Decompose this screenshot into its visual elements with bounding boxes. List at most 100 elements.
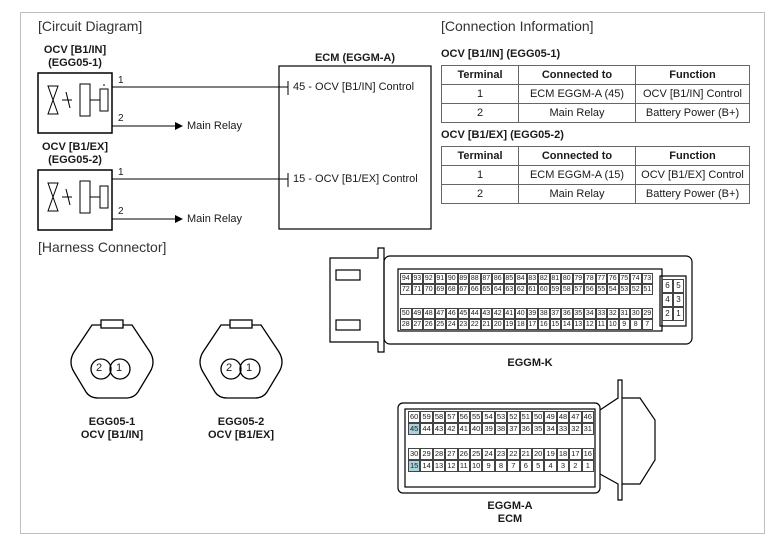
pin-cell-30: 30 <box>408 448 421 460</box>
pin-cell-20: 20 <box>532 448 545 460</box>
cell-function: OCV [B1/EX] Control <box>635 165 750 185</box>
pin-cell-23: 23 <box>457 319 469 330</box>
ecm-pin15-label: 15 - OCV [B1/EX] Control <box>293 173 418 185</box>
egg05-1-label: EGG05-1 <box>88 416 136 428</box>
egg05-1-sublabel: OCV [B1/IN] <box>80 429 144 441</box>
egg05-2-pin1: 1 <box>246 362 253 374</box>
pin-cell-13: 13 <box>432 460 446 472</box>
pin-cell-56: 56 <box>457 411 470 423</box>
pin-cell-69: 69 <box>434 284 446 295</box>
pin-cell-15: 15 <box>408 460 421 472</box>
pin-cell-9: 9 <box>482 460 495 472</box>
pin-cell-1: 1 <box>673 307 684 321</box>
pin-cell-52: 52 <box>507 411 520 423</box>
pin-cell-62: 62 <box>515 284 527 295</box>
pin-cell-24: 24 <box>482 448 495 460</box>
pin-cell-33: 33 <box>556 423 570 435</box>
pin-cell-19: 19 <box>503 319 515 330</box>
ocv-ex-code: (EGG05-2) <box>48 154 102 166</box>
ocv-ex-pin1-label: 1 <box>118 167 124 178</box>
ecm-title: ECM (EGGM-A) <box>314 52 396 64</box>
pin-cell-7: 7 <box>507 460 520 472</box>
pin-cell-19: 19 <box>544 448 557 460</box>
pin-cell-79: 79 <box>572 273 584 284</box>
pin-cell-44: 44 <box>469 308 481 319</box>
pin-cell-47: 47 <box>569 411 582 423</box>
pin-cell-36: 36 <box>519 423 532 435</box>
pin-cell-45: 45 <box>408 423 421 435</box>
pin-cell-59: 59 <box>420 411 433 423</box>
pin-cell-55: 55 <box>595 284 607 295</box>
table-header-row: Terminal Connected to Function <box>441 146 750 166</box>
eggm-a-sublabel: ECM <box>497 513 523 525</box>
pin-cell-70: 70 <box>423 284 435 295</box>
pin-cell-63: 63 <box>503 284 515 295</box>
connection-info-title: [Connection Information] <box>441 18 594 34</box>
pin-cell-21: 21 <box>480 319 492 330</box>
pin-cell-32: 32 <box>569 423 582 435</box>
pin-cell-78: 78 <box>584 273 596 284</box>
pin-cell-5: 5 <box>673 279 684 293</box>
egg05-1-pin2: 2 <box>96 362 103 374</box>
pin-cell-12: 12 <box>445 460 458 472</box>
pin-cell-73: 73 <box>641 273 653 284</box>
pin-cell-34: 34 <box>544 423 557 435</box>
header-function: Function <box>635 146 750 166</box>
pin-cell-65: 65 <box>480 284 492 295</box>
pin-cell-58: 58 <box>432 411 446 423</box>
pin-cell-68: 68 <box>446 284 458 295</box>
pin-cell-48: 48 <box>556 411 570 423</box>
pin-cell-85: 85 <box>503 273 515 284</box>
pin-cell-74: 74 <box>630 273 642 284</box>
egg05-2-label: EGG05-2 <box>217 416 265 428</box>
pin-cell-88: 88 <box>469 273 481 284</box>
pin-cell-40: 40 <box>515 308 527 319</box>
pin-cell-27: 27 <box>411 319 423 330</box>
pin-cell-44: 44 <box>420 423 433 435</box>
pin-cell-38: 38 <box>538 308 550 319</box>
cell-connected-to: Main Relay <box>518 103 636 123</box>
pin-cell-28: 28 <box>400 319 412 330</box>
egg05-2-sublabel: OCV [B1/EX] <box>207 429 274 441</box>
pin-cell-56: 56 <box>584 284 596 295</box>
pin-cell-21: 21 <box>519 448 532 460</box>
pin-cell-53: 53 <box>618 284 630 295</box>
pin-cell-9: 9 <box>618 319 630 330</box>
connection-table-ocv-in: Terminal Connected to Function 1 ECM EGG… <box>441 65 750 123</box>
pin-cell-84: 84 <box>515 273 527 284</box>
pin-cell-51: 51 <box>641 284 653 295</box>
pin-cell-10: 10 <box>607 319 619 330</box>
cell-function: Battery Power (B+) <box>635 103 750 123</box>
main-relay-label-1: Main Relay <box>187 120 243 132</box>
pin-cell-15: 15 <box>549 319 561 330</box>
pin-cell-58: 58 <box>561 284 573 295</box>
connection-table-ocv-ex: Terminal Connected to Function 1 ECM EGG… <box>441 146 750 204</box>
pin-cell-29: 29 <box>641 308 653 319</box>
pin-cell-41: 41 <box>503 308 515 319</box>
pin-cell-51: 51 <box>519 411 532 423</box>
pin-cell-17: 17 <box>526 319 538 330</box>
pin-cell-28: 28 <box>432 448 446 460</box>
pin-cell-81: 81 <box>549 273 561 284</box>
pin-cell-32: 32 <box>607 308 619 319</box>
pin-cell-49: 49 <box>411 308 423 319</box>
cell-terminal: 2 <box>441 184 519 204</box>
pin-cell-22: 22 <box>469 319 481 330</box>
pin-cell-35: 35 <box>572 308 584 319</box>
table-row: 1 ECM EGGM-A (15) OCV [B1/EX] Control <box>441 165 750 185</box>
arrow-main-relay-2 <box>175 215 183 223</box>
pin-cell-2: 2 <box>569 460 582 472</box>
pin-cell-52: 52 <box>630 284 642 295</box>
pin-cell-59: 59 <box>549 284 561 295</box>
pin-cell-36: 36 <box>561 308 573 319</box>
cell-connected-to: Main Relay <box>518 184 636 204</box>
pin-cell-18: 18 <box>556 448 570 460</box>
pin-cell-50: 50 <box>532 411 545 423</box>
pin-cell-77: 77 <box>595 273 607 284</box>
pin-cell-47: 47 <box>434 308 446 319</box>
pin-cell-11: 11 <box>457 460 470 472</box>
pin-cell-71: 71 <box>411 284 423 295</box>
eggm-k-label: EGGM-K <box>507 357 553 369</box>
pin-cell-11: 11 <box>595 319 607 330</box>
